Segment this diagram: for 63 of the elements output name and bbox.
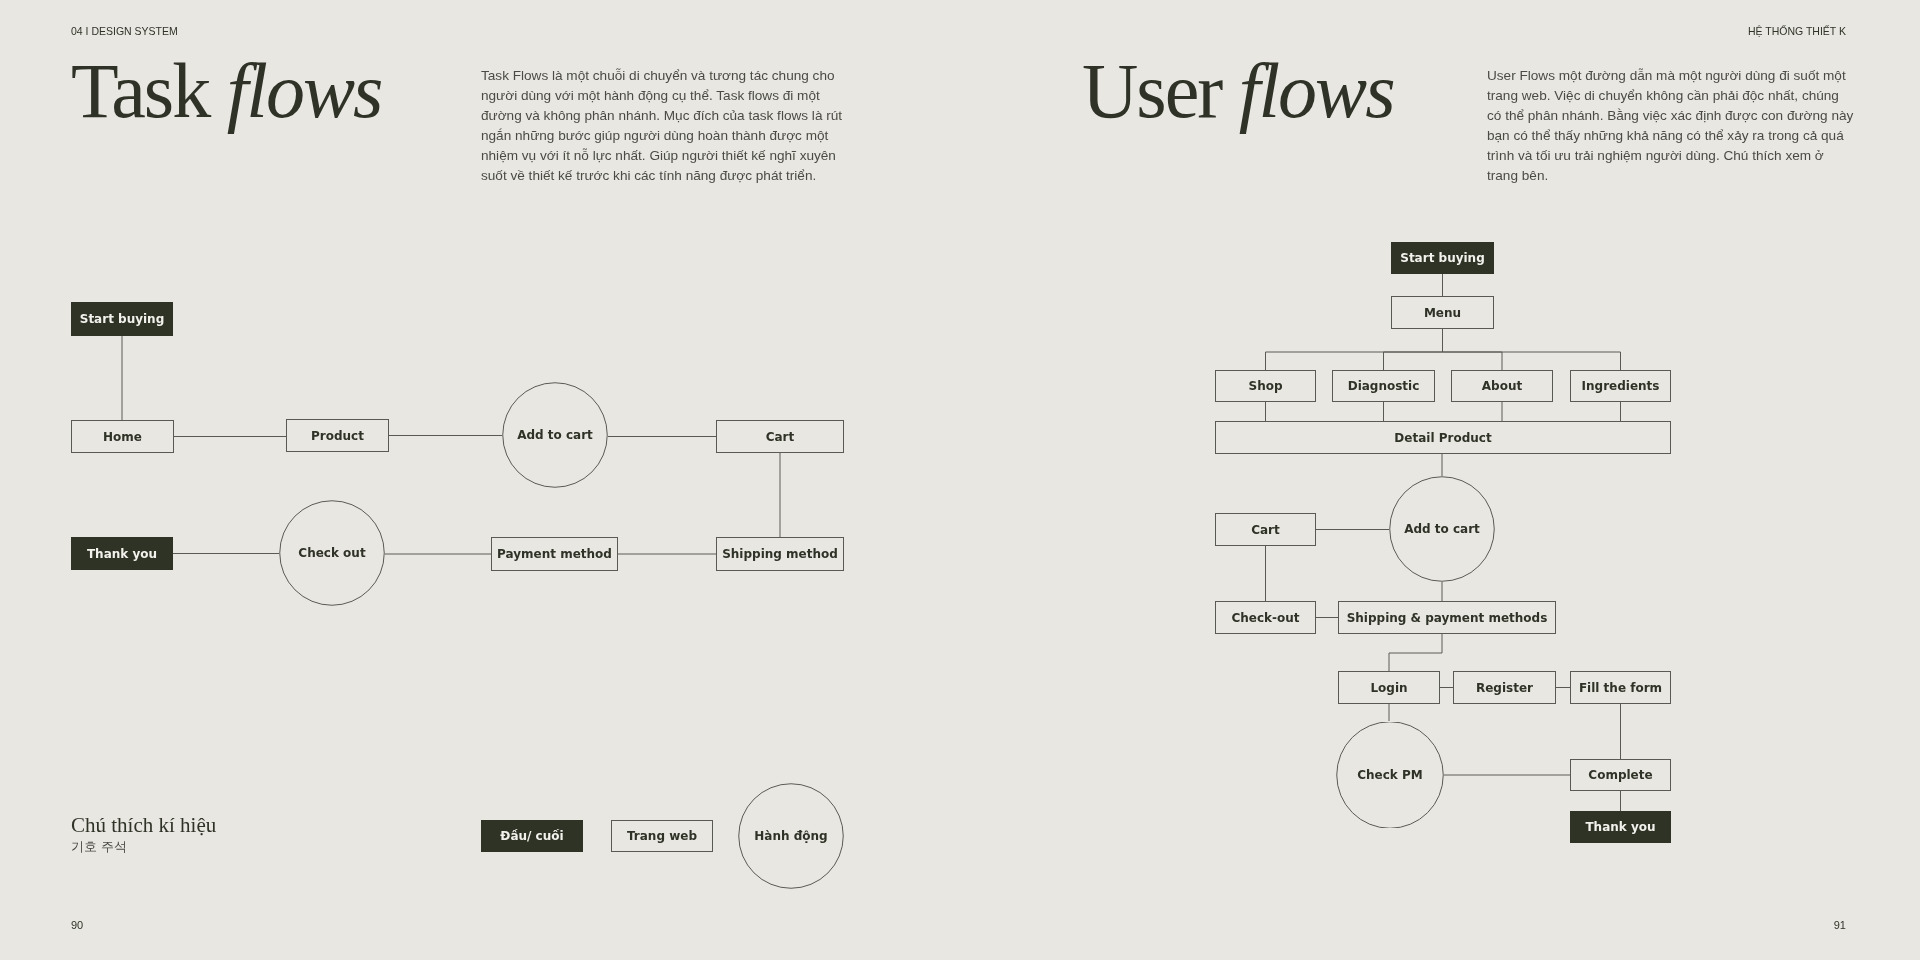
header-text: HỆ THỐNG THIẾT K — [1747, 25, 1846, 37]
connector-line — [1442, 273, 1443, 297]
connector-line — [1501, 401, 1503, 422]
description-text: Task Flows là một chuỗi di chuyển và tương tác chung cho người dùng với một hành động cụ thể. Task flows đi một đường và không phân nhánh. Mục đích của task flows là rút ngắn những bước giúp người dùng hoàn thành được một nhiệm vụ với ít nỗ lực nhất. Giúp người thiết kế nghĩ xuyên suốt về thiết kế trước khi các tính năng được phát triển. — [481, 68, 843, 183]
connector-line — [388, 435, 503, 436]
action-circle: Add to cart — [502, 382, 608, 488]
process-box: Shop — [1215, 370, 1316, 402]
terminal-box: Đầu/ cuối — [481, 820, 583, 852]
legend-heading: Chú thích kí hiệu — [71, 813, 217, 837]
connector-line — [617, 553, 717, 555]
process-box: Diagnostic — [1332, 370, 1435, 402]
connector-line — [121, 335, 123, 421]
process-box: About — [1451, 370, 1553, 402]
process-box: Register — [1453, 671, 1556, 704]
legend-subheading: 기호 주석 — [71, 839, 127, 854]
connector-line — [384, 553, 492, 555]
header-text: 04 I DESIGN SYSTEM — [71, 25, 178, 37]
connector-line — [1315, 617, 1339, 618]
connector-line — [1265, 401, 1266, 422]
connector-line — [1620, 790, 1621, 812]
terminal-box: Thank you — [71, 537, 173, 570]
action-circle: Hành động — [738, 783, 844, 889]
connector-line — [1443, 774, 1571, 776]
process-box: Home — [71, 420, 174, 453]
process-box: Menu — [1391, 296, 1494, 329]
process-box: Ingredients — [1570, 370, 1671, 402]
description-text: User Flows một đường dẫn mà một người dùng đi suốt một trang web. Việc di chuyển không cần phải độc nhất, chúng có thể phân nhánh. Bằng việc xác định được con đường này bạn có thể thấy những khả năng có thể xảy ra trong cả quá trình và tối ưu trải nghiệm người dùng. Chú thích xem ở trang bên. — [1487, 68, 1854, 183]
connector-line — [779, 452, 781, 538]
process-box: Shipping method — [716, 537, 844, 571]
connector-line — [607, 436, 717, 437]
page-number: 90 — [71, 919, 84, 931]
connector-line — [1265, 545, 1266, 602]
connector-line — [1388, 633, 1443, 672]
process-box: Login — [1338, 671, 1440, 704]
process-box: Payment method — [491, 537, 618, 571]
process-box: Product — [286, 419, 389, 452]
terminal-box: Start buying — [1391, 242, 1494, 274]
connector-line — [1383, 401, 1384, 422]
action-circle: Add to cart — [1389, 476, 1495, 582]
connector-line — [1620, 703, 1621, 760]
process-box: Detail Product — [1215, 421, 1671, 454]
process-box: Cart — [1215, 513, 1316, 546]
connector-line — [1620, 401, 1621, 422]
process-box: Shipping & payment methods — [1338, 601, 1556, 634]
connector-line — [1315, 529, 1390, 530]
process-box: Fill the form — [1570, 671, 1671, 704]
page-number: 91 — [1833, 919, 1846, 931]
terminal-box: Thank you — [1570, 811, 1671, 843]
connector-line — [173, 436, 287, 437]
process-box: Cart — [716, 420, 844, 453]
connector-line — [1555, 687, 1571, 688]
connector-line — [1388, 703, 1390, 722]
process-box: Trang web — [611, 820, 713, 852]
page-title: User flows — [1082, 47, 1394, 134]
connector-line — [1441, 581, 1443, 602]
connector-line — [1441, 453, 1443, 477]
page-title: Task flows — [71, 47, 382, 134]
action-circle: Check out — [279, 500, 385, 606]
connector-line — [1439, 687, 1454, 688]
process-box: Complete — [1570, 759, 1671, 791]
terminal-box: Start buying — [71, 302, 173, 336]
process-box: Check-out — [1215, 601, 1316, 634]
connector-line — [172, 553, 280, 554]
